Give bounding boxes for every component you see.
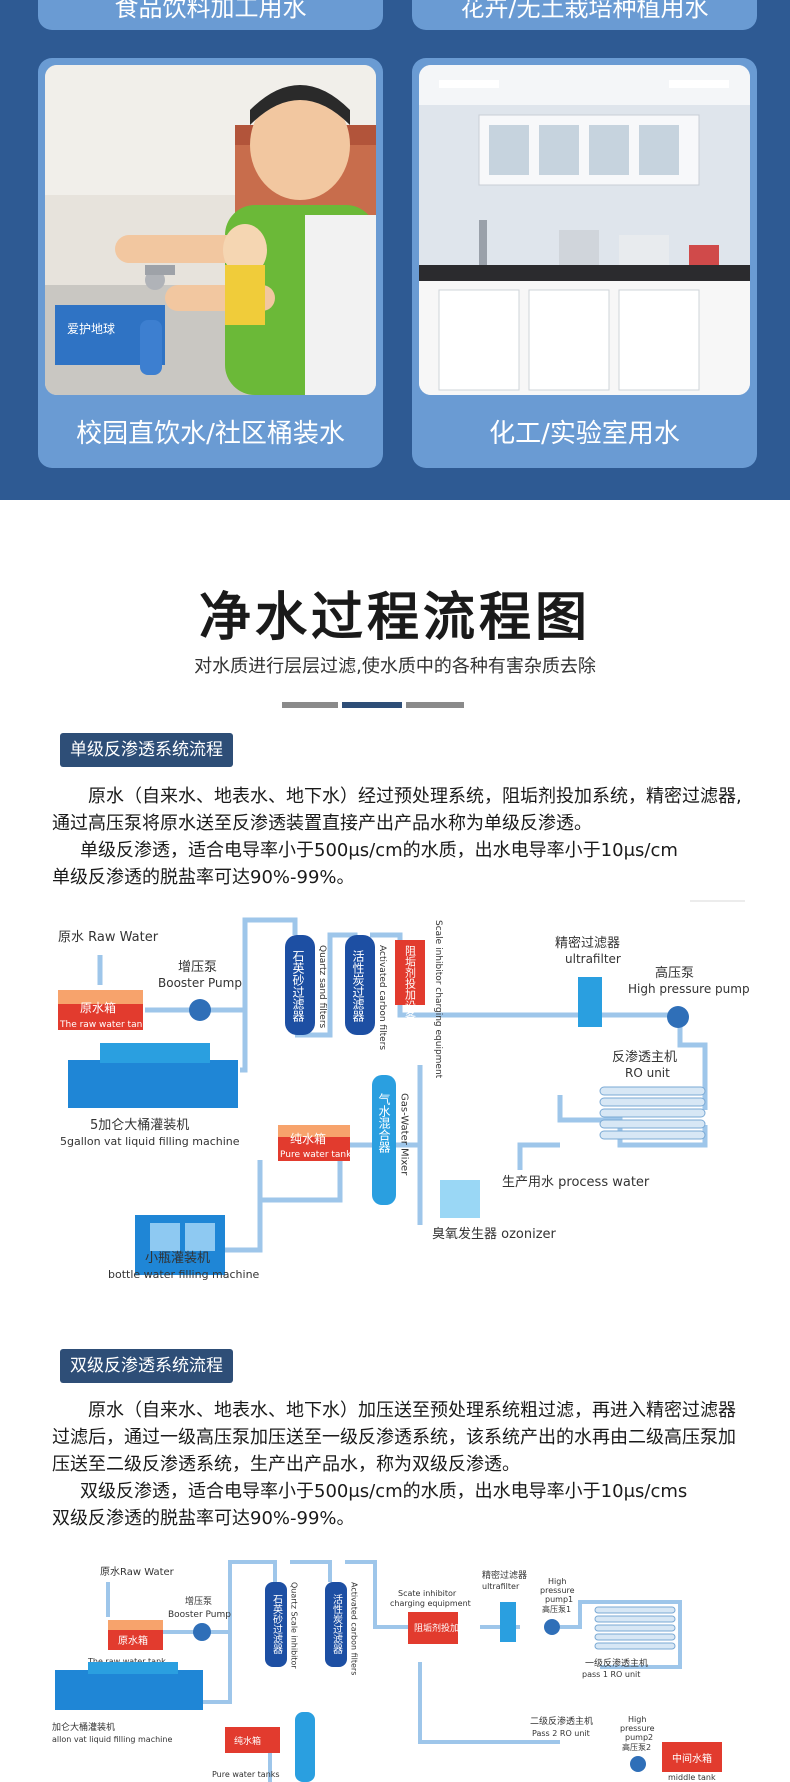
quartz-en: Quartz sand filters [317,945,327,1029]
title-divider-left [282,702,338,708]
section1-description: 原水（自来水、地表水、地下水）经过预处理系统，阻垢剂投加系统，精密过滤器,通过高… [52,783,752,891]
ro1-en: pass 1 RO unit [582,1670,640,1679]
raw-tank-en: The raw water tank [87,1657,166,1666]
laboratory-photo [419,65,750,395]
raw-tank-cn: 原水箱 [80,1000,116,1015]
filling-5gal-en: 5gallon vat liquid filling machine [60,1135,240,1148]
process-water-label: 生产用水 process water [502,1175,650,1190]
ozonizer-label: 臭氧发生器 ozonizer [432,1226,557,1242]
booster-en: Booster Pump [158,976,242,990]
single-ro-flow-diagram: 原水 Raw Water 原水箱 The raw water tank 增压泵 … [58,900,750,1281]
title-divider-middle [342,702,402,708]
svg-text:爱护地球: 爱护地球 [67,322,115,336]
filling-5gal-en: allon vat liquid filling machine [52,1735,172,1744]
page-subtitle: 对水质进行层层过滤,使水质中的各种有害杂质去除 [194,656,596,677]
flower-cultivation-card: 花卉/无土栽培种植用水 [412,0,757,30]
pure-tank-en: Pure water tanks [280,1150,356,1160]
hp1-en2: pressure [540,1586,575,1595]
hp2-en2: pressure [620,1724,655,1733]
inhibitor-en1: Scate inhibitor [398,1589,457,1598]
ultrafilter-en: ultrafilter [482,1582,520,1591]
hp1-en1: High [548,1577,566,1586]
quartz-en: Quartz Scale inhibitor [290,1582,299,1669]
hp2-cn: 高压泵2 [622,1742,651,1752]
bottle-filling-cn: 小瓶灌装机 [145,1251,210,1266]
mixer-cn: 气水混合器 [377,1092,391,1154]
raw-tank-en: The raw water tank [59,1020,148,1030]
middle-tank-cn: 中间水箱 [672,1752,712,1765]
hp1-cn: 高压泵1 [542,1604,571,1614]
hp1-en3: pump1 [545,1595,573,1604]
section2-para3: 双级反渗透的脱盐率可达90%-99%。 [52,1508,355,1529]
ro-unit-en: RO unit [625,1066,670,1080]
section2-para1: 原水（自来水、地表水、地下水）加压送至预处理系统粗过滤，再进入精密过滤器过滤后，… [52,1400,736,1475]
filling-5gal-cn: 加仑大桶灌装机 [52,1721,115,1733]
inhibitor-en: Scale inhibitor charging equipment [433,920,443,1079]
quartz-cn: 石英砂过滤器 [271,1594,283,1655]
carbon-cn: 活性炭过滤器 [331,1594,343,1655]
raw-water-label: 原水 Raw Water [58,930,159,945]
hp-pump-en: High pressure pump [628,982,750,996]
page-title: 净水过程流程图 [198,588,591,648]
inhibitor-cn: 阻垢剂投加设备 [414,1622,477,1634]
quartz-cn: 石英砂过滤器 [291,950,305,1023]
double-ro-flow-diagram: 原水Raw Water 增压泵 Booster Pump 原水箱 The raw… [52,1560,722,1782]
ro1-cn: 一级反渗透主机 [585,1657,648,1669]
ultrafilter-cn: 精密过滤器 [482,1569,527,1581]
section1-para3: 单级反渗透的脱盐率可达90%-99%。 [52,867,355,888]
hp-pump-cn: 高压泵 [655,965,694,981]
inhibitor-en2: charging equipment [390,1599,471,1608]
section-tag-double-ro: 双级反渗透系统流程 [60,1349,233,1383]
carbon-en: Activated carbon filters [350,1582,359,1675]
campus-water-card: 爱护地球 校园直饮水/社区桶装水 [38,58,383,468]
section1-para2: 单级反渗透，适合电导率小于500μs/cm的水质，出水电导率小于10μs/cm [80,840,678,861]
ro2-cn: 二级反渗透主机 [530,1715,593,1727]
carbon-cn: 活性炭过滤器 [351,950,365,1023]
hp2-en3: pump2 [625,1733,653,1742]
bottle-filling-en: bottle water filling machine [108,1268,260,1281]
booster-en: Booster Pump [168,1610,231,1620]
mixer-en: Gas-Water Mixer [399,1093,410,1176]
title-divider-right [406,702,464,708]
inhibitor-cn: 阻垢剂投加设备 [404,945,417,1023]
section-tag-single-ro: 单级反渗透系统流程 [60,733,233,767]
ro-unit-cn: 反渗透主机 [612,1050,677,1065]
section2-description: 原水（自来水、地表水、地下水）加压送至预处理系统粗过滤，再进入精密过滤器过滤后，… [52,1397,752,1532]
filling-5gal-cn: 5加仑大桶灌装机 [90,1118,189,1133]
card-label: 花卉/无土栽培种植用水 [460,0,709,22]
raw-tank-cn: 原水箱 [118,1634,148,1647]
raw-water-label: 原水Raw Water [100,1566,175,1578]
middle-tank-en: middle tank [668,1773,716,1782]
card-label: 食品饮料加工用水 [114,0,307,22]
pure-tank-en: Pure water tanks [212,1770,280,1779]
card-label: 化工/实验室用水 [489,419,680,449]
card-label: 校园直饮水/社区桶装水 [76,419,345,449]
pure-tank-cn: 纯水箱 [290,1131,326,1146]
lab-water-card: 化工/实验室用水 [412,58,757,468]
ultrafilter-en: ultrafilter [565,952,621,966]
section1-para1: 原水（自来水、地表水、地下水）经过预处理系统，阻垢剂投加系统，精密过滤器,通过高… [52,786,742,834]
booster-cn: 增压泵 [178,960,217,975]
ultrafilter-cn: 精密过滤器 [555,935,620,951]
hp2-en1: High [628,1715,646,1724]
booster-cn: 增压泵 [185,1595,212,1607]
pure-tank-cn: 纯水箱 [234,1735,261,1747]
food-beverage-card: 食品饮料加工用水 [38,0,383,30]
section2-para2: 双级反渗透，适合电导率小于500μs/cm的水质，出水电导率小于10μs/cms [80,1481,688,1502]
carbon-en: Activated carbon filters [377,945,387,1050]
children-drinking-photo: 爱护地球 [45,65,376,395]
ro2-en: Pass 2 RO unit [532,1729,590,1738]
